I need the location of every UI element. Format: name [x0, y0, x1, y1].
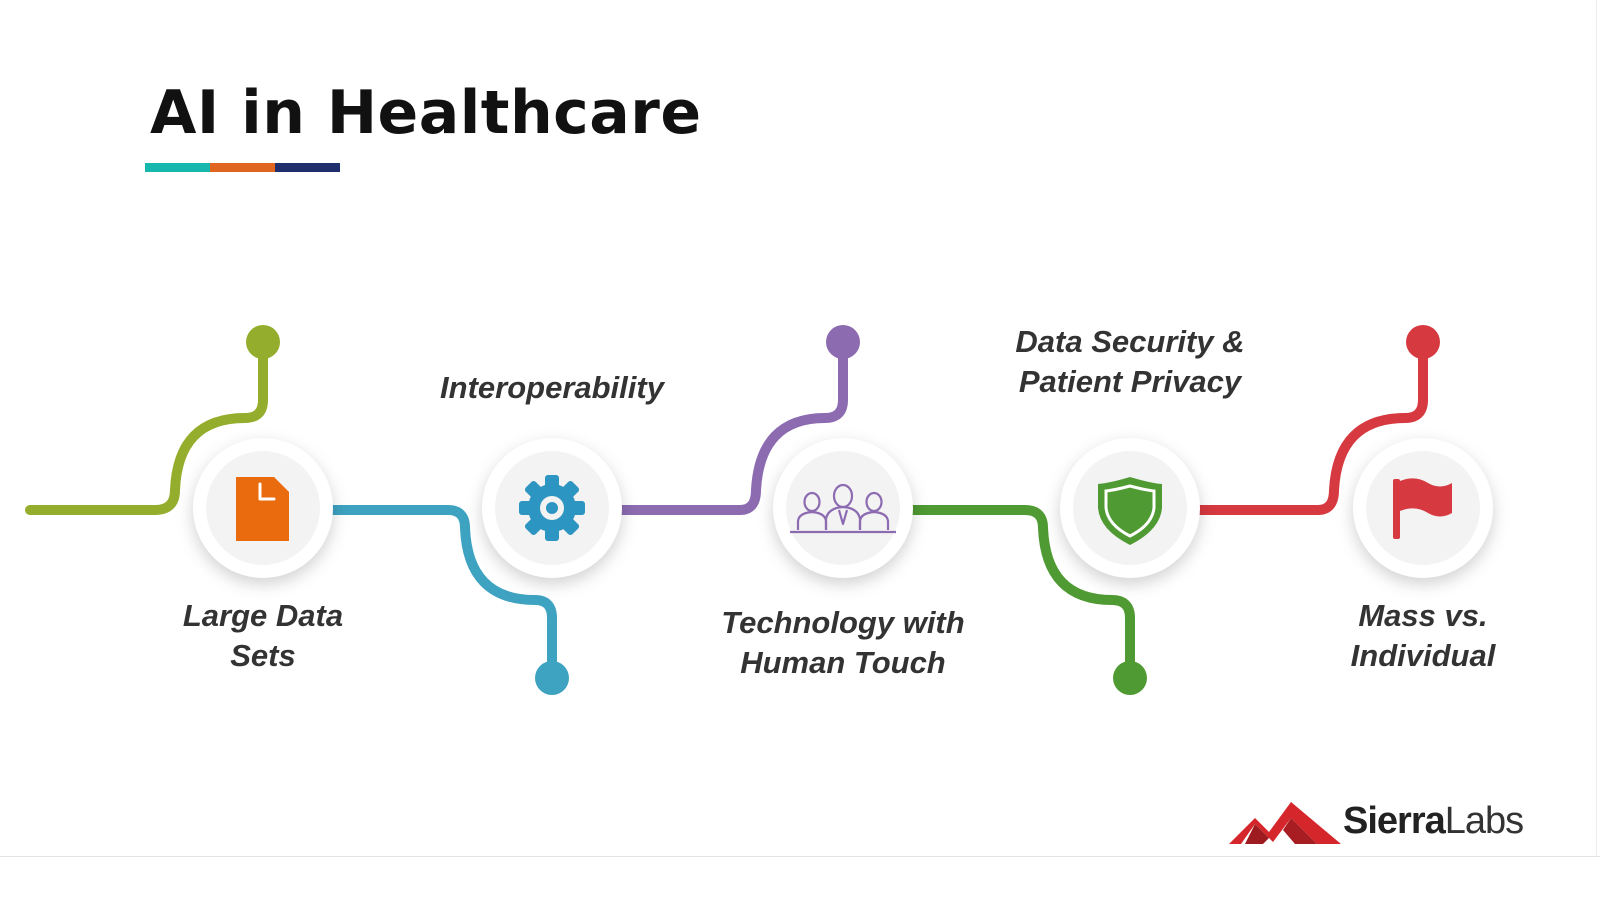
flag-icon [1393, 478, 1452, 539]
step-label-interoperability: Interoperability [440, 370, 664, 405]
gear-icon [519, 475, 585, 541]
connector-interoperability [325, 505, 557, 680]
connector-dot-large-data-sets [246, 325, 280, 359]
step-label-technology-human-touch: Technology with Human Touch [721, 605, 965, 680]
sierra-labs-logo: SierraLabs [1225, 796, 1545, 852]
slide-title: AI in Healthcare [150, 78, 702, 148]
bottom-divider [0, 856, 1600, 857]
right-divider [1596, 0, 1597, 856]
underline-segment-orange [210, 163, 275, 172]
underline-segment-teal [145, 163, 210, 172]
connector-dot-mass-vs-individual [1406, 325, 1440, 359]
step-label-data-security: Data Security & Patient Privacy [1015, 324, 1245, 399]
logo-text-bold: Sierra [1343, 800, 1446, 842]
people-group-icon [790, 483, 896, 534]
mountain-logo-icon [1229, 802, 1341, 844]
connector-mass-vs-individual [1193, 340, 1428, 515]
connector-dot-technology-human-touch [826, 325, 860, 359]
underline-segment-navy [275, 163, 340, 172]
connector-technology-human-touch [613, 340, 848, 515]
logo-wordmark: SierraLabs [1343, 800, 1524, 843]
step-label-mass-vs-individual: Mass vs. Individual [1350, 598, 1496, 673]
logo-text-light: Labs [1444, 800, 1524, 842]
connector-dot-data-security [1113, 661, 1147, 695]
connector-data-security [903, 505, 1135, 680]
title-underline [145, 163, 340, 172]
shield-icon [1098, 477, 1162, 545]
connector-dot-interoperability [535, 661, 569, 695]
document-icon [236, 477, 289, 541]
connector-large-data-sets [25, 340, 268, 515]
step-label-large-data-sets: Large Data Sets [182, 598, 344, 673]
